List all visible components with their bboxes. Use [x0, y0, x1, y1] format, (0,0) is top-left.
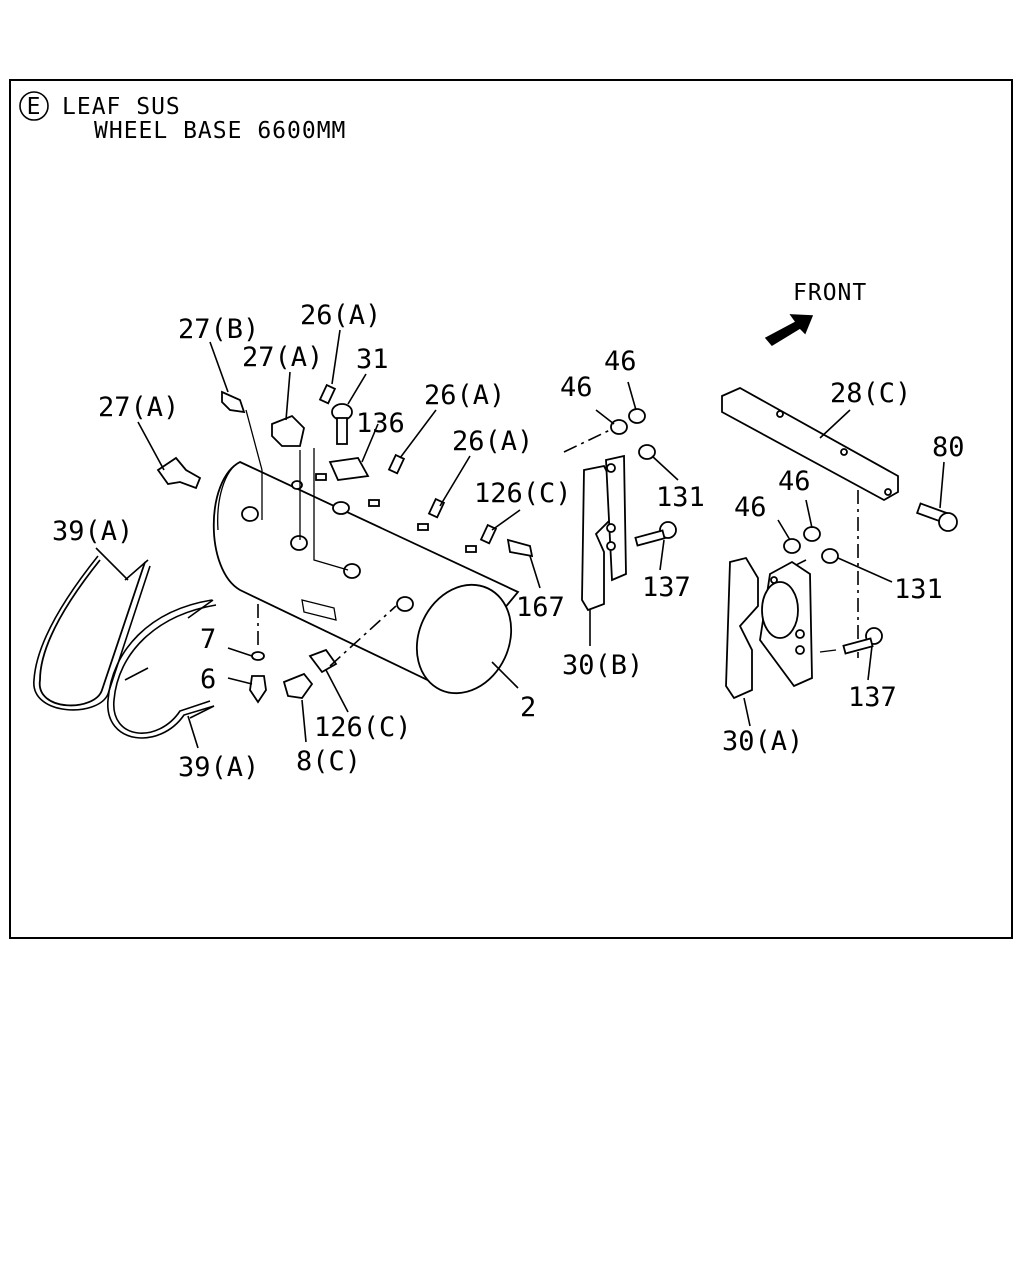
bolt-80 [915, 502, 958, 532]
bracket-28c [721, 386, 899, 502]
callout-46-right: 46 [604, 346, 637, 377]
callout-28c: 28(C) [830, 378, 911, 409]
callout-131-top: 131 [656, 482, 705, 513]
bracket-30a [725, 556, 813, 700]
bracket-136 [328, 457, 370, 481]
u-bolt-bottom [107, 599, 217, 739]
section-badge: E [19, 91, 49, 121]
bolt-31 [331, 403, 353, 445]
nut-46-b [628, 408, 646, 424]
fitting-8c [282, 672, 314, 699]
callout-30a: 30(A) [722, 726, 803, 757]
leader-lines [95, 329, 945, 749]
fitting-27a-mid [271, 414, 305, 447]
callout-46-low-left: 46 [734, 492, 767, 523]
callout-46-left: 46 [560, 372, 593, 403]
callout-27a-mid: 27(A) [242, 342, 323, 373]
diagram-frame [9, 79, 1013, 939]
section-letter: E [27, 94, 42, 120]
fitting-27b [221, 390, 246, 414]
callout-27a-left: 27(A) [98, 392, 179, 423]
callout-131-bottom: 131 [894, 574, 943, 605]
callout-137-top: 137 [642, 572, 691, 603]
callout-7: 7 [200, 624, 216, 655]
u-bolt-top [33, 555, 151, 711]
fitting-7-6 [249, 651, 267, 704]
callout-26a-right: 26(A) [452, 426, 533, 457]
washer-131-bottom [821, 548, 839, 564]
nut-46-d [803, 526, 821, 542]
callout-6: 6 [200, 664, 216, 695]
callout-8c: 8(C) [296, 746, 361, 777]
callout-30b: 30(B) [562, 650, 643, 681]
callout-167: 167 [516, 592, 565, 623]
callout-46-low-right: 46 [778, 466, 811, 497]
callout-137-bottom: 137 [848, 682, 897, 713]
direction-label: FRONT [793, 280, 867, 306]
callout-80: 80 [932, 432, 965, 463]
callout-26a-mid: 26(A) [424, 380, 505, 411]
nut-46-a [610, 419, 628, 435]
callout-126c-top: 126(C) [474, 478, 572, 509]
callout-39a-bottom: 39(A) [178, 752, 259, 783]
fitting-27a-left [156, 456, 202, 490]
callout-2: 2 [520, 692, 536, 723]
nut-46-c [783, 538, 801, 554]
valve-167 [506, 538, 534, 558]
callout-39a-top: 39(A) [52, 516, 133, 547]
callout-31: 31 [356, 344, 389, 375]
callout-labels: 27(B) 26(A) 27(A) 31 136 26(A) 27(A) 26(… [52, 300, 965, 783]
bolt-137-bottom [819, 627, 883, 655]
header-line-2: WHEEL BASE 6600MM [94, 118, 346, 144]
arrow-front-icon [764, 314, 814, 346]
callout-126c-bottom: 126(C) [314, 712, 412, 743]
bolt-137-top [634, 521, 677, 547]
bracket-30b [581, 454, 627, 612]
section-circle-icon [19, 91, 49, 121]
air-tank [212, 460, 520, 695]
callout-27b: 27(B) [178, 314, 259, 345]
header-line-1: LEAF SUS [62, 94, 181, 120]
callout-136: 136 [356, 408, 405, 439]
callout-26a-top: 26(A) [300, 300, 381, 331]
fitting-126c-bottom [308, 648, 338, 674]
washer-131-top [638, 444, 656, 460]
